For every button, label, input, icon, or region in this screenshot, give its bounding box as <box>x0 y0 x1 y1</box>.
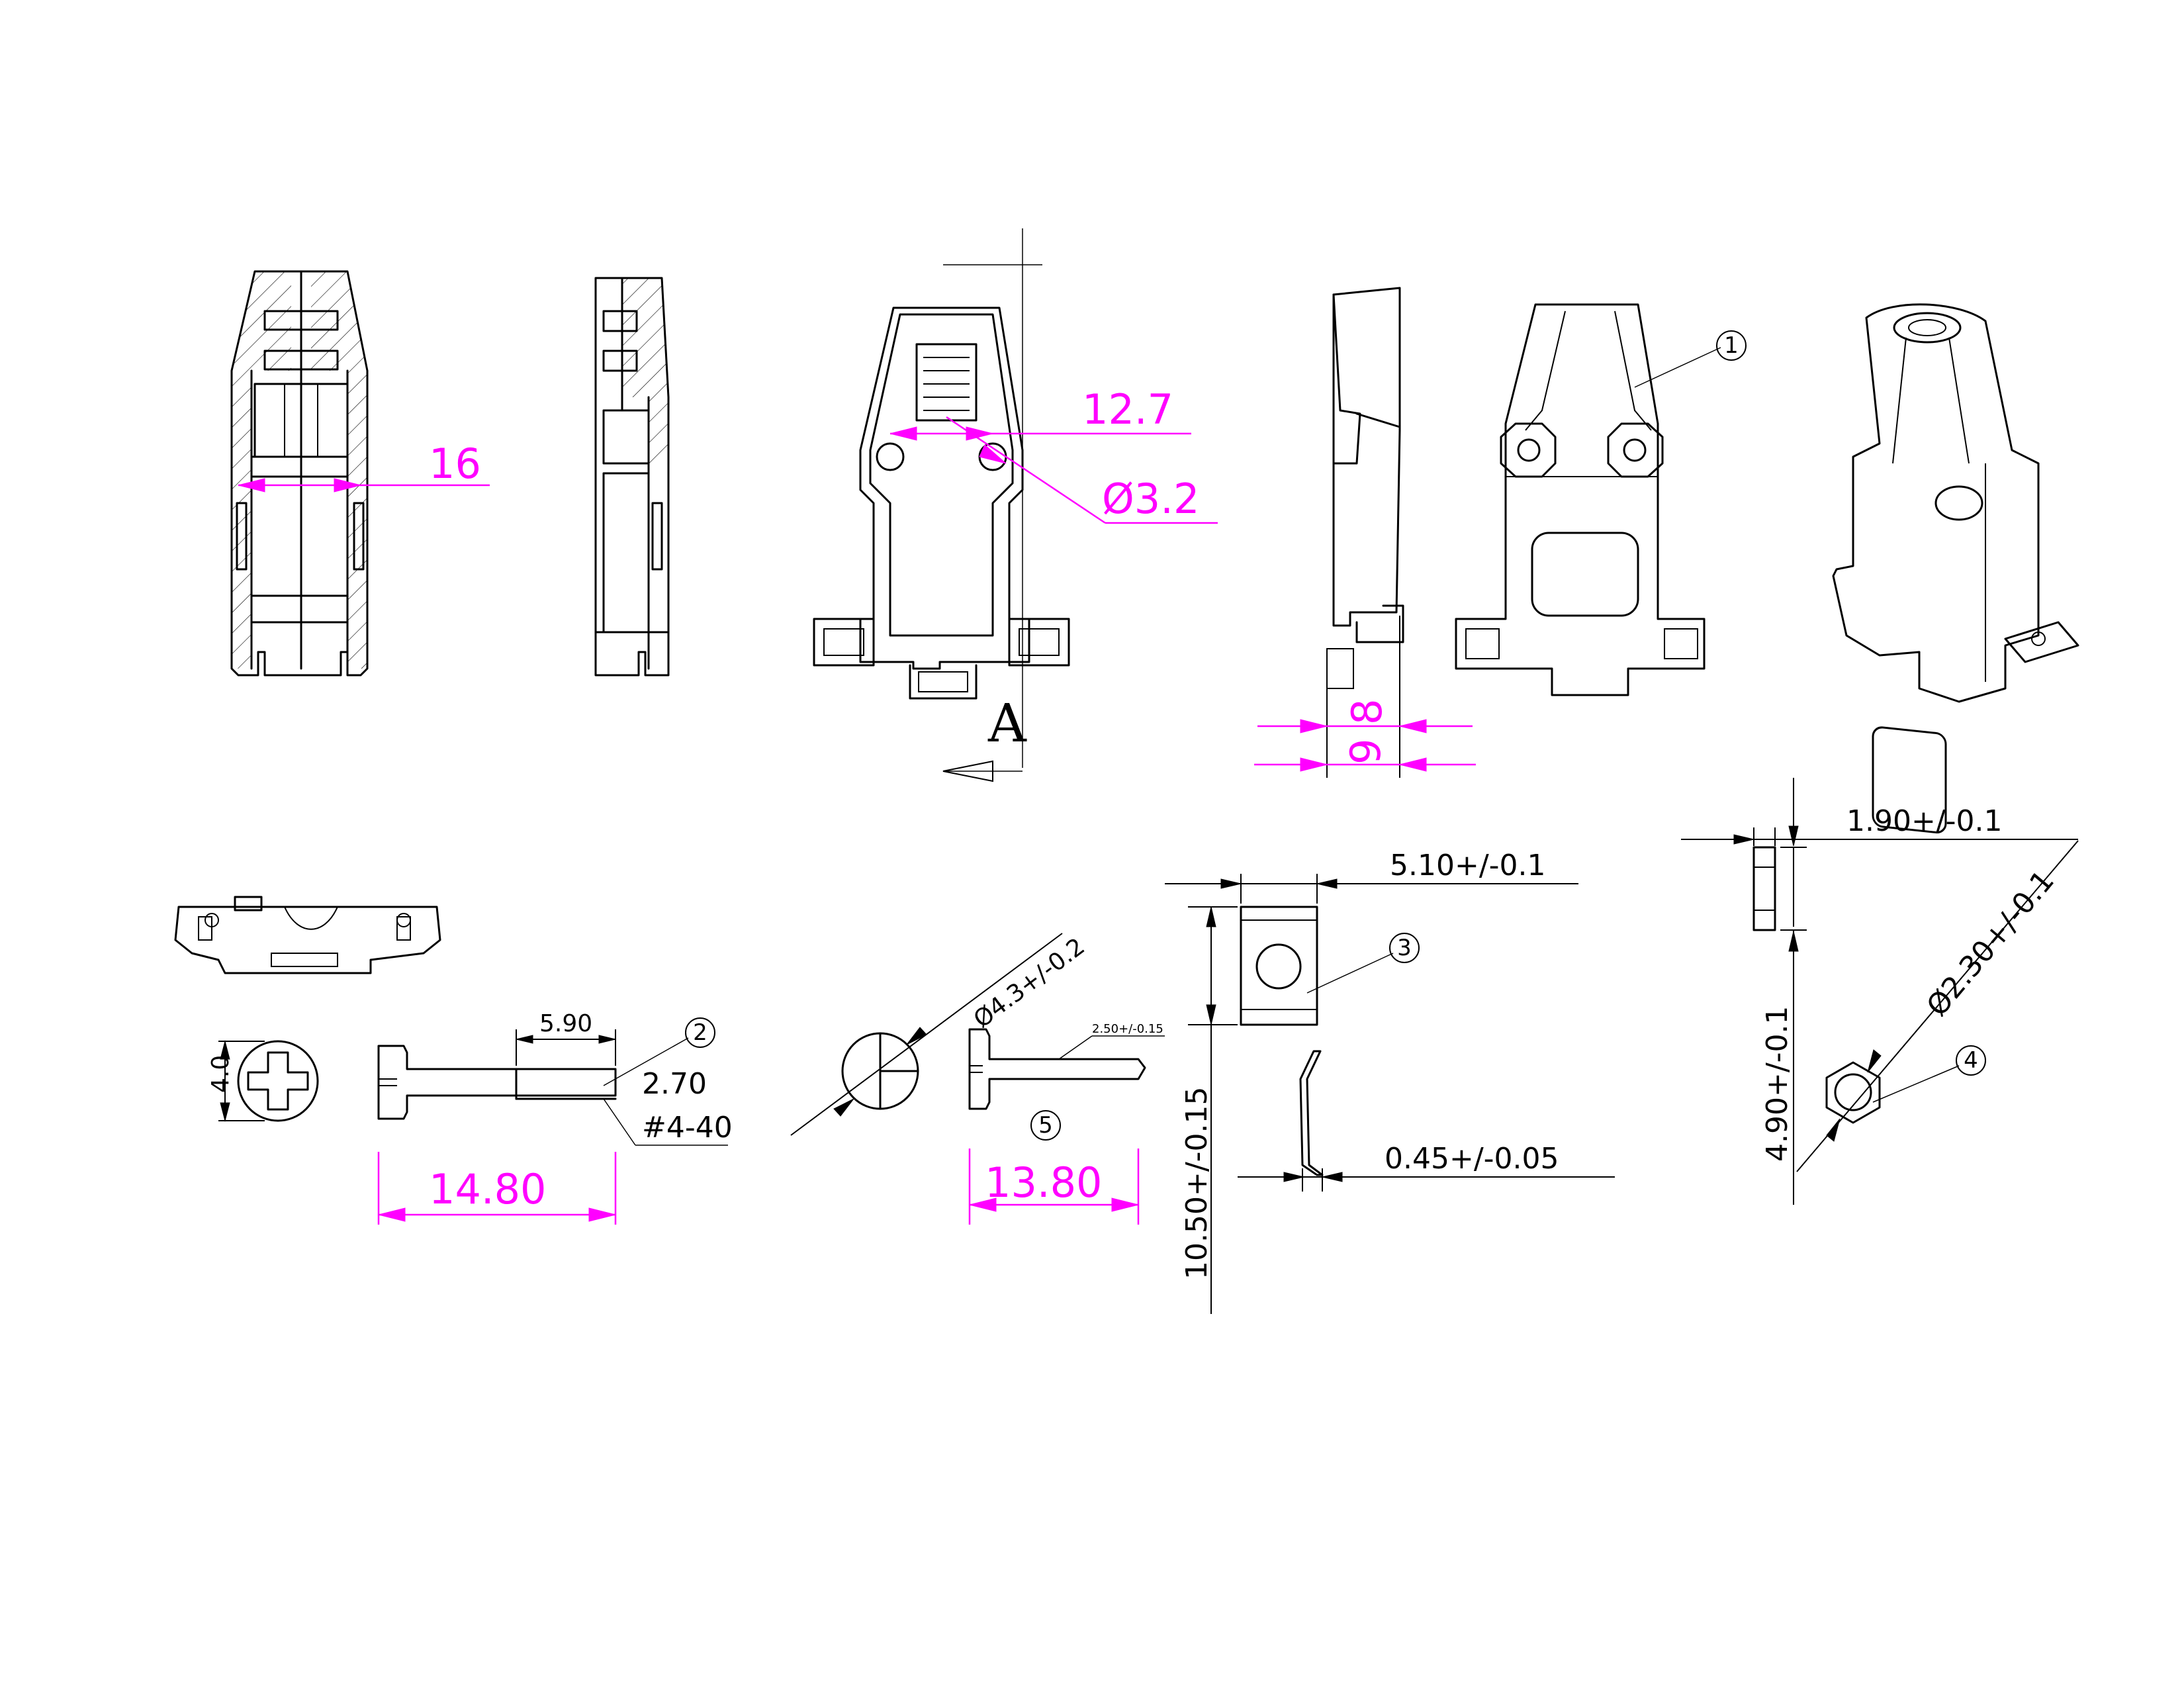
front-outline-view: 1 <box>1455 303 1747 696</box>
dim-4-40: #4-40 <box>642 1111 733 1145</box>
part-top-view <box>174 896 441 974</box>
dim-4-90: 4.90+/-0.1 <box>1760 1006 1794 1162</box>
callout-3: 3 <box>1397 935 1412 961</box>
dim-5-10: 5.10+/-0.1 <box>1390 849 1546 882</box>
dim-10-50: 10.50+/-0.15 <box>1180 1087 1214 1280</box>
dim-phi-2-30: Ø2.30+/-0.1 <box>1920 864 2061 1023</box>
side-view-8-9: 8 9 <box>1254 287 1476 778</box>
front-view-a: A 12.7 Ø3.2 <box>813 228 1218 782</box>
section-view: 16 <box>230 270 490 677</box>
dim-12-7: 12.7 <box>1082 385 1173 434</box>
view-label-a: A <box>987 692 1027 754</box>
dim-2-50: 2.50+/-0.15 <box>1092 1022 1163 1036</box>
screw-part-2: 4.0 5.90 2 2.70 #4-40 14.80 <box>207 1010 733 1225</box>
callout-1: 1 <box>1724 332 1739 359</box>
dim-13-80: 13.80 <box>985 1158 1103 1207</box>
dim-4-0: 4.0 <box>207 1055 234 1093</box>
dim-2-70: 2.70 <box>642 1067 707 1101</box>
dim-0-45: 0.45+/-0.05 <box>1385 1142 1559 1176</box>
callout-5: 5 <box>1038 1112 1053 1139</box>
clip-part-3: 5.10+/-0.1 3 10.50+/-0.15 0.45+/-0.05 <box>1165 849 1615 1314</box>
dim-8: 8 <box>1343 699 1391 725</box>
dim-9: 9 <box>1342 739 1390 765</box>
side-section-view <box>594 277 670 677</box>
dim-5-90: 5.90 <box>539 1010 592 1037</box>
dim-1-90: 1.90+/-0.1 <box>1846 804 2003 838</box>
dim-phi-3-2: Ø3.2 <box>1102 475 1199 523</box>
rivet-part-5: Ø4.3+/-0.2 2.50+/-0.15 5 13.80 <box>790 933 1165 1225</box>
dim-phi-4-3: Ø4.3+/-0.2 <box>969 933 1090 1033</box>
isometric-view <box>1832 303 2079 834</box>
dim-14-80: 14.80 <box>429 1165 547 1213</box>
nut-part-4: 1.90+/-0.1 4.90+/-0.1 Ø2.30+/-0.1 4 <box>1681 778 2079 1205</box>
callout-4: 4 <box>1964 1047 1978 1074</box>
callout-2: 2 <box>693 1019 707 1046</box>
dim-16: 16 <box>429 440 481 488</box>
